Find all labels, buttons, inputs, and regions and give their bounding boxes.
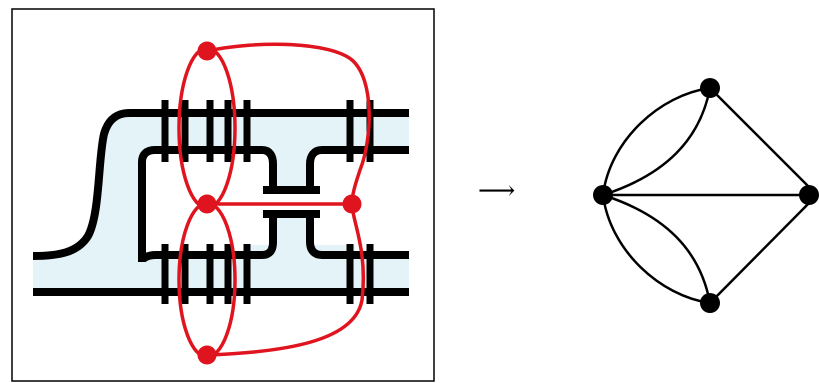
edge-left-bottom-inner	[602, 193, 712, 304]
edge-left-bottom-outer	[601, 194, 711, 305]
edge-bottom-right	[709, 194, 818, 304]
red-node-top	[197, 41, 217, 61]
red-node-right	[342, 194, 362, 214]
graph-node-bottom	[700, 293, 720, 313]
graph-node-right	[799, 185, 819, 205]
pipe-flanges	[161, 100, 374, 304]
transform-arrow: ⟶	[478, 176, 516, 206]
pipe-outlines	[32, 109, 409, 296]
edge-left-top-outer	[601, 86, 711, 196]
red-node-bottom	[197, 345, 217, 365]
edge-top-right	[709, 87, 818, 196]
left-panel	[11, 8, 435, 382]
graph-node-top	[700, 78, 720, 98]
red-node-middle	[197, 194, 217, 214]
graph-nodes	[593, 78, 819, 313]
overlay-outer-arc-bottom	[206, 203, 366, 357]
red-nodes	[197, 41, 362, 365]
overlay-outer-arc-top	[206, 42, 371, 205]
graph-node-left	[593, 185, 613, 205]
pipe-fill	[33, 112, 409, 292]
right-graph	[593, 78, 819, 313]
graph-edges	[601, 86, 818, 305]
edge-left-top-inner	[602, 87, 712, 197]
